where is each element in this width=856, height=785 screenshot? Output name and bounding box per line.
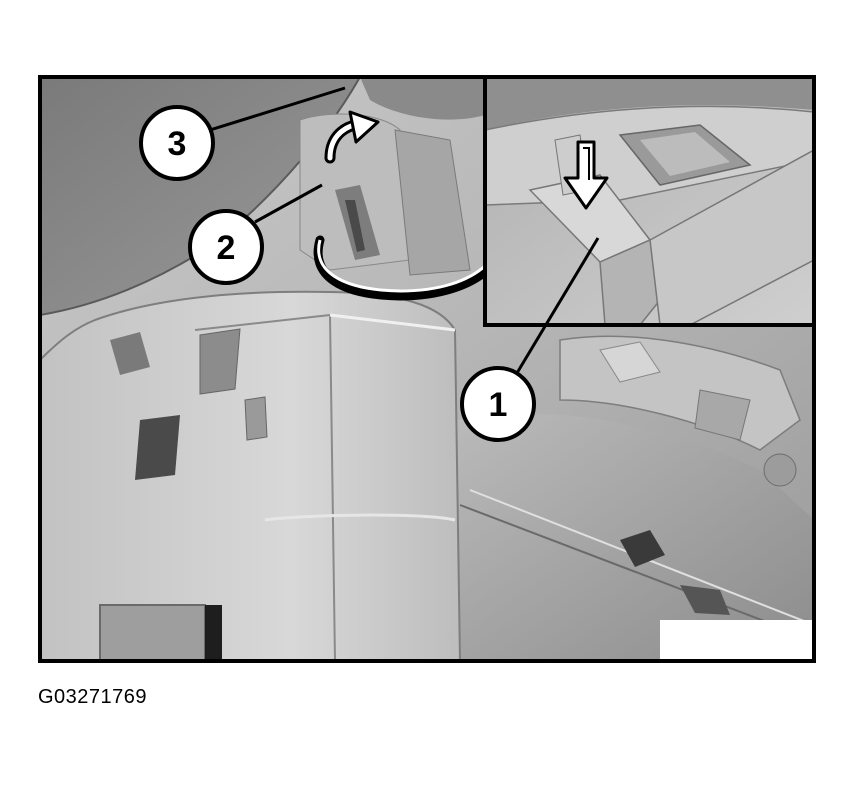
figure-frame: [38, 75, 816, 663]
callout-3-label: 3: [168, 125, 187, 163]
callout-1: 1: [460, 366, 536, 442]
callout-3: 3: [139, 105, 215, 181]
blank-label-area: [660, 620, 814, 661]
leader-line-2: [254, 183, 323, 224]
inset-detail-view: [485, 77, 814, 325]
leader-line-3: [209, 86, 346, 132]
callout-1-label: 1: [489, 386, 508, 424]
figure-code: G03271769: [38, 686, 148, 708]
callout-2-label: 2: [217, 229, 236, 267]
leader-line-1: [512, 237, 600, 379]
callout-2: 2: [188, 209, 264, 285]
